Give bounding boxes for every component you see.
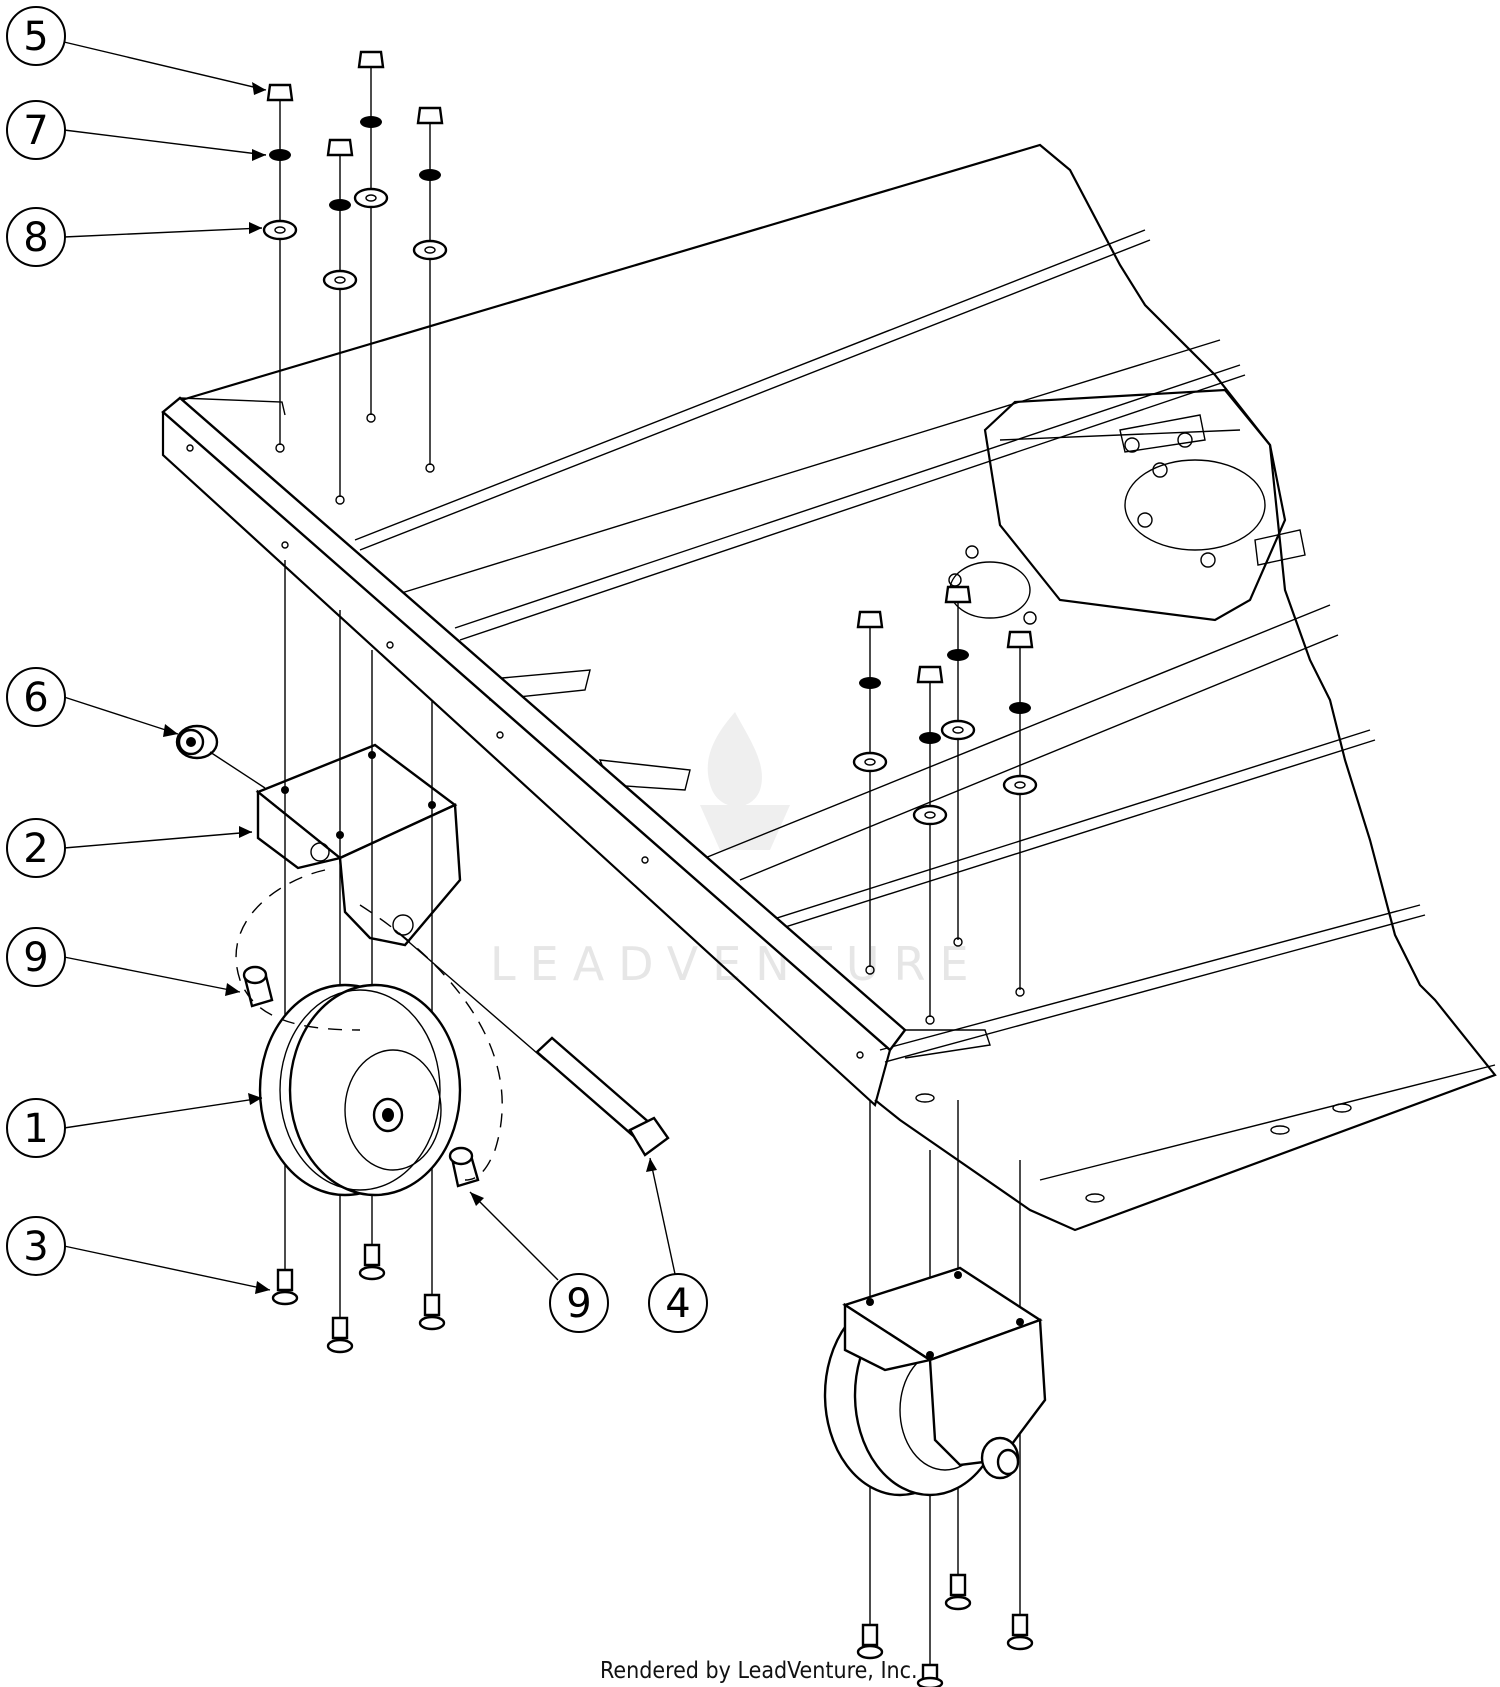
svg-text:9: 9 — [566, 1281, 591, 1327]
watermark: LEADVENTURE — [490, 712, 983, 991]
callout-9-upper: 9 — [6, 927, 66, 987]
callout-8: 8 — [6, 207, 66, 267]
callout-4: 4 — [648, 1273, 708, 1333]
svg-text:7: 7 — [23, 108, 48, 154]
spacer-part — [175, 724, 266, 789]
front-hardware — [852, 585, 1038, 1017]
hex-nut-icon — [266, 83, 294, 102]
axle-bolt — [394, 929, 670, 1157]
svg-text:8: 8 — [23, 215, 48, 261]
mower-deck — [174, 143, 1497, 1232]
rear-hardware — [262, 50, 448, 497]
svg-text:1: 1 — [23, 1106, 48, 1152]
callout-3: 3 — [6, 1216, 66, 1276]
svg-text:9: 9 — [23, 935, 48, 981]
callout-7: 7 — [6, 100, 66, 160]
callout-1: 1 — [6, 1098, 66, 1158]
left-wheel-bracket — [255, 560, 462, 1318]
svg-text:6: 6 — [23, 675, 48, 721]
watermark-text: LEADVENTURE — [490, 937, 983, 991]
svg-text:2: 2 — [23, 826, 48, 872]
svg-text:3: 3 — [23, 1224, 48, 1270]
rendered-by-credit: Rendered by LeadVenture, Inc. — [600, 1658, 918, 1684]
callout-9-lower: 9 — [549, 1273, 609, 1333]
right-wheel-assembly — [823, 1100, 1047, 1687]
callout-5: 5 — [6, 6, 66, 66]
left-wheel — [235, 869, 503, 1197]
leader-lines — [63, 41, 676, 1294]
callout-6: 6 — [6, 667, 66, 727]
callout-2: 2 — [6, 818, 66, 878]
carriage-bolts-left — [271, 1243, 446, 1354]
svg-text:4: 4 — [665, 1281, 690, 1327]
svg-text:5: 5 — [23, 14, 48, 60]
deck-rail — [161, 396, 991, 1108]
